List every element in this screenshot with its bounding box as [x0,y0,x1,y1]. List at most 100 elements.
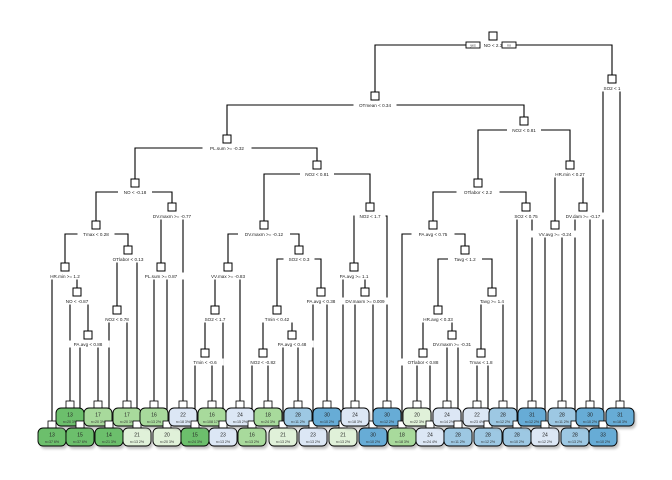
split-node: PA.avg < 0.38 [299,287,343,305]
leaf-number-box [75,420,85,429]
leaf-node: 24n=24 4% [415,420,446,449]
split-node: Tmax < 0.28 [77,220,115,238]
split-label: PA.avg >= 1.1 [340,274,369,279]
split-label: Tmax < 1.8 [469,360,493,365]
split-label: NO < -0.87 [66,299,89,304]
leaf-count: n=18 3% [176,420,191,424]
split-label: Tmin < 0.42 [265,317,290,322]
split-node: SO2 < 1.7 [199,305,231,323]
leaf-count: n=12 2% [380,420,395,424]
split-node: OTmean < 0.34 [353,91,397,109]
label-background [509,212,543,220]
node-box [91,220,101,230]
split-node: PA.avg < 0.48 [270,330,314,348]
label-background [270,340,314,348]
leaf-number-box [585,400,595,409]
label-background [530,230,580,238]
leaf-count: n=14 2% [440,420,455,424]
branch-no-label: no [507,44,511,48]
split-label: DV.maxm >= 0.009 [345,299,385,304]
leaf-count: n=18 3% [348,420,363,424]
label-background [332,272,376,280]
label-background [599,84,625,92]
split-node: DV.maxm >= 0.009 [339,287,391,305]
label-background [244,358,282,366]
split-node: VV.avg >= -0.24 [530,220,580,238]
leaf-value: 24 [444,413,450,419]
split-label: SO2 < 1 [604,86,621,91]
leaf-box [488,407,518,427]
leaf-value: 30 [384,413,390,419]
leaf-value: 24 [352,413,358,419]
leaf-number-box [453,420,463,429]
leaf-value: 21 [134,433,140,439]
leaf-count: n=13 2% [568,440,583,444]
leaf-value: 31 [529,413,535,419]
split-label: NO2 < 0.78 [105,317,129,322]
leaf-box [340,407,370,427]
label-background [105,255,151,263]
node-box [488,31,498,41]
label-background [339,297,391,305]
split-label: Tavg < 1.2 [454,257,476,262]
branch-yes-label: yes [470,44,476,48]
label-background [77,230,115,238]
leaf-count: n=13 2% [147,420,162,424]
leaf-value: 20 [414,413,420,419]
leaf-box [268,427,298,447]
label-background [202,144,252,152]
leaf-node: 15n=37 6% [65,420,96,449]
split-label: NO < 2.3 [484,43,503,48]
leaf-number-box [412,400,422,409]
split-node: Tavg < 1.2 [448,245,482,263]
leaf-number-box [472,400,482,409]
leaf-count: n=20 3% [160,440,175,444]
leaf-node: 23n=13 2% [208,420,239,449]
leaf-node: 33n=10 2% [588,420,619,449]
node-box [476,348,486,358]
label-background [100,315,134,323]
leaf-count: n=24 3% [188,440,203,444]
leaf-value: 22 [180,413,186,419]
split-node: HR.avg < 0.33 [416,305,460,323]
leaf-count: n=22 3% [410,420,425,424]
label-background [60,297,94,305]
tree-edge [160,215,184,401]
leaf-value: 28 [572,433,578,439]
leaf-count: n=10 2% [510,440,525,444]
leaf-number-box [207,400,217,409]
leaf-value: 28 [500,413,506,419]
leaf-value: 16 [209,413,215,419]
node-box [473,178,483,188]
leaf-value: 28 [485,433,491,439]
node-box [123,245,133,255]
split-node: NO2 < -0.82 [244,348,282,366]
split-label: PL.sum >= 0.87 [145,274,178,279]
node-box [349,262,359,272]
leaf-count: n=20 3% [63,420,78,424]
leaf-node: 31n=18 3% [605,400,636,429]
leaf-count: n=20 3% [120,420,135,424]
split-label: Tmax < 0.28 [83,232,109,237]
leaf-number-box [104,420,114,429]
leaf-count: n=13 2% [306,440,321,444]
split-label: NO2 < -0.82 [250,360,276,365]
split-node: NO2 < 0.78 [100,305,134,323]
label-background [448,255,482,263]
label-background [300,170,334,178]
split-label: DV.maxm >= -0.77 [153,214,192,219]
leaf-value: 13 [67,413,73,419]
node-box [578,202,588,212]
leaf-node: 23n=13 2% [298,420,329,449]
split-label: DV.maxm >= -0.31 [433,342,472,347]
leaf-node: 24n=18 3% [340,400,371,429]
leaf-number-box [122,400,132,409]
label-background [548,170,592,178]
leaf-count: n=11 2% [451,440,466,444]
leaf-value: 23 [220,433,226,439]
leaf-count: n=20 3% [91,420,106,424]
leaf-box [208,427,238,447]
leaf-value: 13 [49,433,55,439]
leaf-count: n=15 2% [233,420,248,424]
node-box [521,202,531,212]
